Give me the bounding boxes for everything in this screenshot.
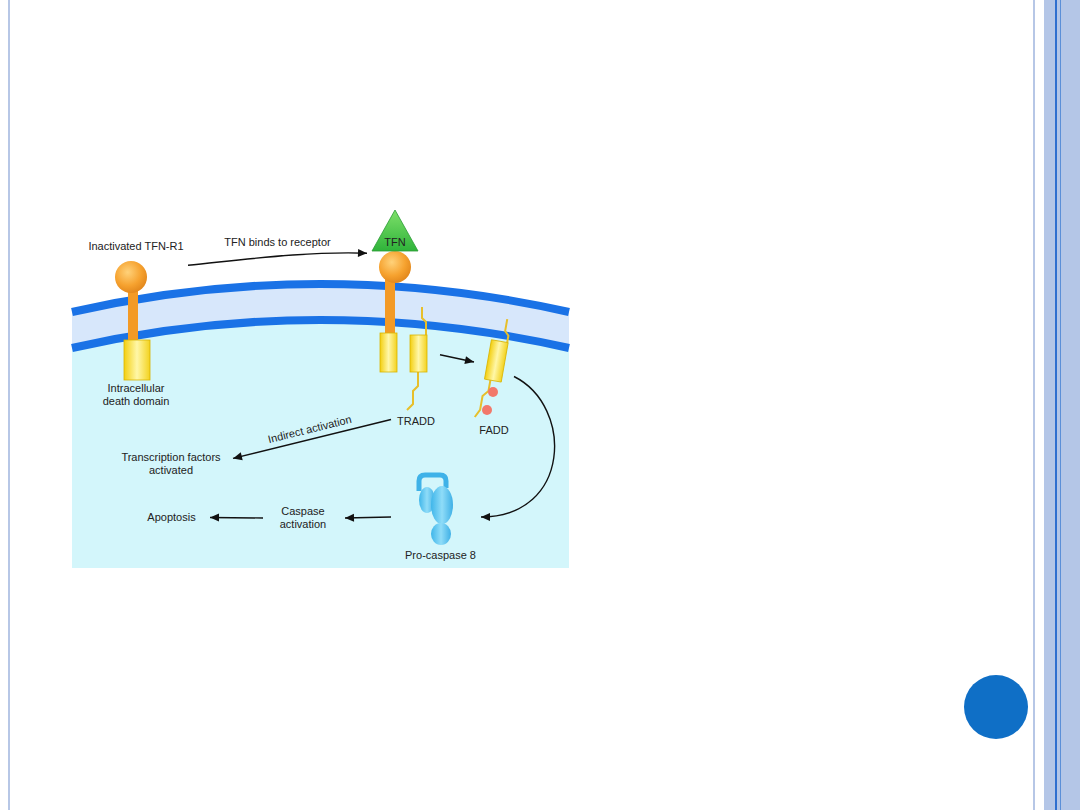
slide-dot — [964, 675, 1028, 739]
tradd-protein — [410, 335, 427, 372]
death-domain — [124, 340, 150, 380]
side-line — [1060, 0, 1061, 810]
membrane-outer — [72, 284, 569, 312]
death-domain — [380, 333, 397, 372]
death-effector-domain — [488, 387, 498, 397]
fadd-tail — [475, 317, 511, 421]
receptor-head — [115, 261, 147, 293]
outcome-text: Apoptosis — [145, 510, 198, 525]
diagram-ground — [72, 210, 569, 568]
arrow-head — [481, 513, 490, 521]
arrow-head — [464, 356, 474, 364]
connector — [188, 249, 367, 265]
frame-line — [8, 0, 10, 810]
connector — [440, 355, 474, 364]
connector — [345, 514, 391, 522]
ligand-shape — [371, 210, 419, 258]
node-label: Caspase activation — [275, 505, 331, 531]
connector-line — [188, 253, 367, 265]
node-label: TFN — [384, 236, 405, 249]
fadd-protein — [484, 340, 508, 382]
side-band — [1044, 0, 1080, 810]
node-label: FADD — [479, 424, 508, 437]
node-label: Inactivated TFN-R1 — [88, 240, 183, 253]
outcome-text: Transcription factors activated — [113, 450, 229, 478]
process-text: Caspase activation — [273, 505, 333, 531]
tradd-tail — [407, 307, 426, 410]
arrow-head — [358, 249, 367, 257]
frame-line — [1033, 0, 1035, 810]
connector — [210, 514, 263, 522]
side-line — [1055, 0, 1057, 810]
death-effector-domain — [482, 405, 492, 415]
node-label: TRADD — [397, 415, 435, 428]
connector — [481, 377, 555, 522]
ligand-triangle — [372, 210, 418, 251]
receptor-stalk — [385, 278, 395, 336]
membrane — [72, 284, 569, 348]
edge-label: TFN binds to receptor — [222, 236, 332, 249]
ligand-triangle: TFN — [371, 210, 419, 258]
enzyme-node: Pro-caspase 8 — [403, 472, 478, 562]
node-label: Pro-caspase 8 — [405, 549, 476, 562]
node-label: Apoptosis — [147, 511, 195, 524]
cytoplasm — [72, 320, 569, 568]
adaptor-node: FADD — [477, 316, 511, 437]
arrow-head — [233, 452, 243, 460]
procaspase-domain — [431, 523, 451, 545]
receptor-head — [379, 251, 411, 283]
receptor-stalk — [128, 288, 138, 344]
procaspase-body — [431, 486, 453, 524]
node-label: Intracellular death domain — [95, 382, 177, 408]
arrow-head — [345, 514, 354, 522]
receptor-node: Inactivated TFN-R1Intracellular death do… — [86, 240, 186, 408]
adaptor-node: TRADD — [395, 306, 437, 428]
node-label: Transcription factors activated — [115, 451, 227, 477]
arrow-head — [210, 514, 219, 522]
connector-line — [481, 377, 555, 518]
